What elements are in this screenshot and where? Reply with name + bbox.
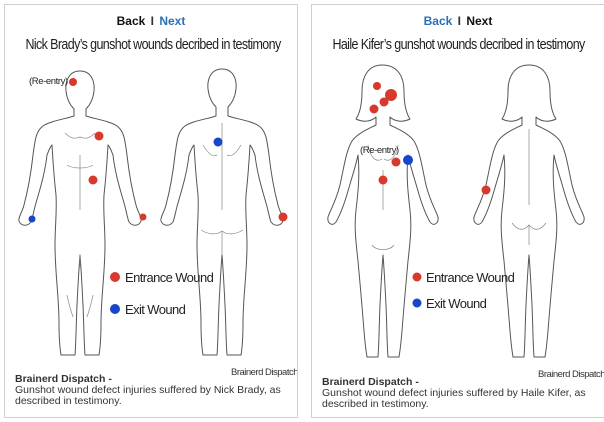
legend-exit-label: Exit Wound — [426, 296, 487, 311]
diagram-title: Haile Kifer’s gunshot wounds decribed in… — [332, 37, 585, 53]
male-back-figure — [160, 68, 284, 356]
male-body-diagram: (Re-entry) Entrance Wound Exit Wound Bra… — [18, 68, 298, 378]
legend-exit-swatch — [110, 304, 120, 314]
legend: Entrance Wound Exit Wound — [110, 270, 214, 317]
entrance-wound-marker — [69, 78, 77, 86]
next-link[interactable]: Next — [466, 14, 493, 28]
caption: Brainerd Dispatch - Gunshot wound defect… — [322, 377, 596, 410]
entrance-wound-marker — [94, 131, 104, 141]
entrance-wound-marker — [278, 212, 288, 222]
back-link[interactable]: Back — [423, 14, 453, 28]
caption-title: Brainerd Dispatch - — [322, 376, 419, 388]
image-credit: Brainerd Dispatch — [538, 369, 604, 380]
entrance-wound-marker — [139, 213, 147, 221]
reentry-label: (Re-entry) — [29, 76, 68, 87]
entrance-wound-marker — [379, 97, 389, 107]
pager: Back I Next — [312, 14, 604, 28]
legend-entrance-label: Entrance Wound — [125, 270, 214, 285]
legend-entrance-label: Entrance Wound — [426, 270, 515, 285]
image-credit: Brainerd Dispatch — [231, 367, 298, 378]
pager: Back I Next — [5, 14, 297, 28]
exit-wound-marker — [213, 137, 223, 147]
caption-title: Brainerd Dispatch - — [15, 373, 112, 385]
male-front-figure — [18, 70, 142, 356]
caption: Brainerd Dispatch - Gunshot wound defect… — [15, 374, 289, 407]
caption-text: Gunshot wound defect injuries suffered b… — [15, 384, 281, 407]
pager-separator: I — [457, 14, 461, 28]
caption-text: Gunshot wound defect injuries suffered b… — [322, 387, 586, 410]
diagram-panel-nick-brady: Back I Next Nick Brady’s gunshot wounds … — [4, 4, 298, 418]
entrance-wound-marker — [378, 175, 388, 185]
diagram-panel-haile-kifer: Back I Next Haile Kifer’s gunshot wounds… — [311, 4, 604, 418]
wound-markers — [369, 82, 491, 195]
legend: Entrance Wound Exit Wound — [412, 270, 515, 311]
female-body-diagram: (Re-entry) Entrance Wound Exit Wound Bra… — [327, 64, 604, 380]
entrance-wound-marker — [391, 157, 401, 167]
diagram-title: Nick Brady’s gunshot wounds decribed in … — [25, 37, 281, 53]
legend-entrance-swatch — [110, 272, 120, 282]
entrance-wound-marker — [369, 104, 379, 114]
wound-markers — [28, 78, 288, 223]
exit-wound-marker — [28, 215, 36, 223]
entrance-wound-marker — [481, 185, 491, 195]
legend-exit-label: Exit Wound — [125, 302, 186, 317]
back-link[interactable]: Back — [116, 14, 146, 28]
female-front-figure — [327, 64, 439, 358]
legend-entrance-swatch — [412, 272, 422, 282]
next-link[interactable]: Next — [159, 14, 186, 28]
pager-separator: I — [150, 14, 154, 28]
exit-wound-marker — [403, 155, 413, 165]
entrance-wound-marker — [385, 89, 397, 101]
legend-exit-swatch — [412, 298, 422, 308]
female-back-figure — [473, 64, 585, 358]
reentry-label: (Re-entry) — [360, 145, 399, 156]
entrance-wound-marker — [373, 82, 381, 90]
entrance-wound-marker — [88, 175, 98, 185]
